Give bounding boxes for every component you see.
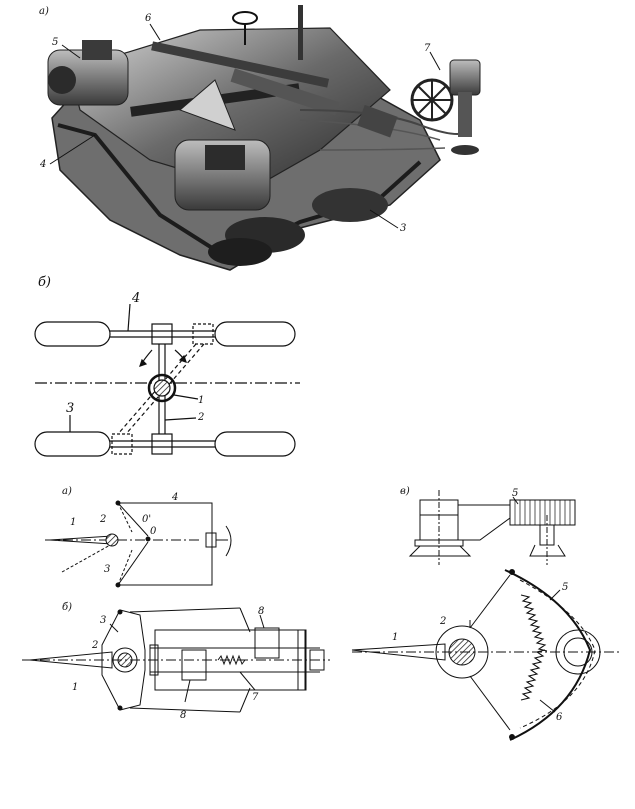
callout-7: 7 bbox=[424, 43, 431, 54]
lower-a-callouts: 4 1 2 0' 0 3 bbox=[70, 492, 178, 575]
lower-b-scheme: б) bbox=[22, 602, 330, 713]
lower-sector-scheme bbox=[351, 569, 620, 741]
lower-sector-callouts: 1 2 5 6 bbox=[392, 582, 568, 723]
callout-la-1: 1 bbox=[70, 517, 76, 528]
callout-b-1: 1 bbox=[198, 395, 204, 406]
panel-label-a-top: а) bbox=[39, 6, 49, 17]
callout-la-2: 2 bbox=[99, 514, 106, 525]
callout-b-3: 3 bbox=[66, 401, 74, 416]
lower-v-scheme: в) bbox=[400, 486, 576, 565]
photo-steering-machine bbox=[47, 5, 481, 271]
callout-ls-1: 1 bbox=[392, 632, 398, 643]
callout-la-0: 0 bbox=[150, 526, 157, 537]
callout-3: 3 bbox=[400, 223, 406, 234]
callout-ls-5: 5 bbox=[562, 582, 568, 593]
callout-5: 5 bbox=[52, 37, 58, 48]
callout-4: 4 bbox=[39, 159, 46, 170]
panel-label-b-top: б) bbox=[38, 275, 51, 290]
steering-station bbox=[410, 59, 481, 155]
photo-callouts: а) 5 6 7 4 3 bbox=[39, 6, 441, 234]
panel-label-b-lower: б) bbox=[62, 602, 72, 613]
callout-lb-2: 2 bbox=[91, 640, 98, 651]
callout-la-4: 4 bbox=[171, 492, 178, 503]
callout-b-2: 2 bbox=[197, 412, 204, 423]
callout-ls-6: 6 bbox=[556, 712, 563, 723]
callout-la-3: 3 bbox=[104, 564, 110, 575]
callout-lv-5: 5 bbox=[512, 488, 518, 499]
callout-b-4: 4 bbox=[131, 291, 140, 306]
panel-label-v: в) bbox=[400, 486, 410, 497]
lower-v-callouts: 5 bbox=[512, 488, 518, 499]
scheme-two-rams: б) bbox=[34, 275, 300, 457]
callout-la-0prime: 0' bbox=[142, 514, 151, 525]
scheme-b-callouts: 4 3 1 2 bbox=[66, 291, 204, 423]
callout-lb-8-top: 8 bbox=[258, 606, 264, 617]
lower-a-scheme: а) bbox=[45, 486, 232, 588]
callout-lb-8-bottom: 8 bbox=[180, 710, 186, 721]
callout-ls-2: 2 bbox=[439, 616, 446, 627]
callout-lb-1: 1 bbox=[72, 682, 78, 693]
lower-b-callouts: 3 8 2 1 7 8 bbox=[72, 606, 264, 721]
callout-6: 6 bbox=[145, 13, 152, 24]
panel-label-a-lower: а) bbox=[62, 486, 72, 497]
callout-lb-7: 7 bbox=[252, 692, 259, 703]
callout-lb-3: 3 bbox=[100, 615, 106, 626]
